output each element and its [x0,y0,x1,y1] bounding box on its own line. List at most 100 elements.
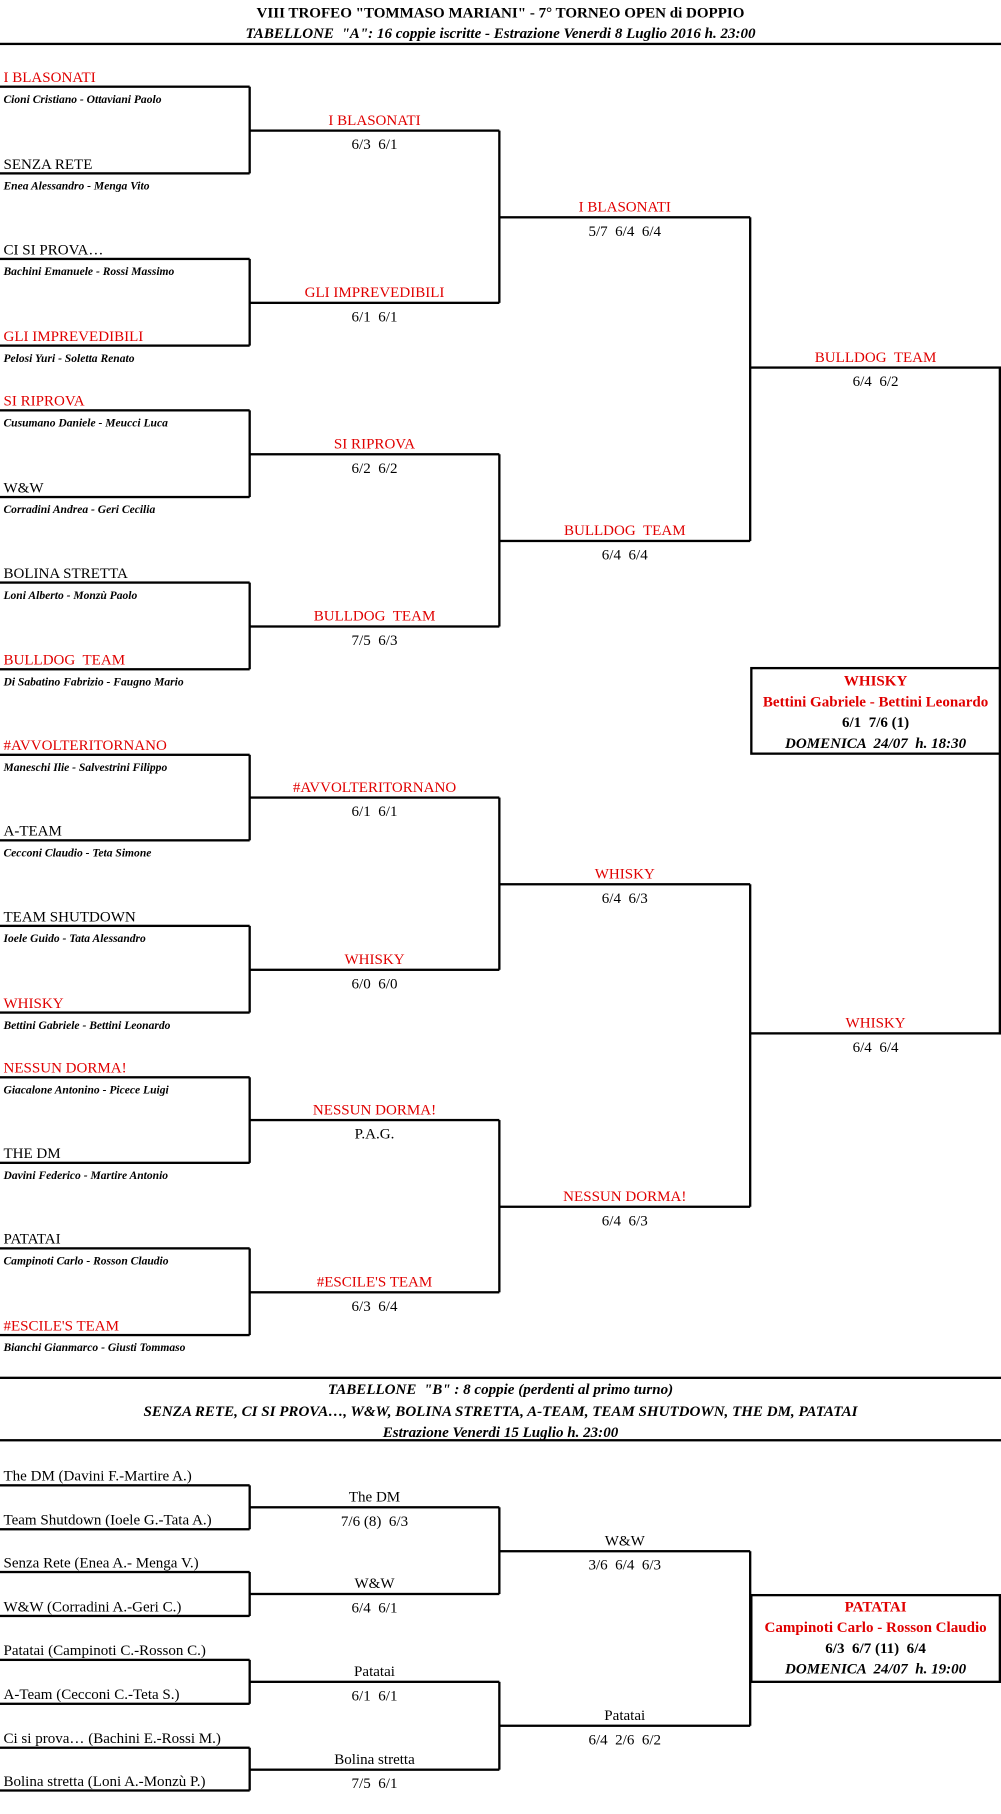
match-line [249,796,500,799]
bracket-line [248,1077,251,1163]
round2-score: P.A.G. [354,1124,395,1143]
semifinal-score: 6/4 6/4 [852,1037,899,1056]
round2-score: 7/6 (8) 6/3 [340,1511,409,1530]
round2-winner: NESSUN DORMA! [312,1100,437,1118]
team-name: TEAM SHUTDOWN [3,907,136,925]
round2-winner: GLI IMPREVEDIBILI [304,283,445,301]
match-line [499,1550,751,1553]
team-name: BULLDOG TEAM [3,650,126,669]
semifinal-score: 6/4 6/2 [852,372,899,390]
round2-score: 6/0 6/0 [351,974,398,992]
match-line [249,1680,500,1683]
section-divider [0,1376,1001,1379]
round2-score: 6/4 6/1 [351,1598,398,1616]
entry-line [0,1702,250,1705]
round3-winner: I BLASONATI [578,197,671,215]
final-schedule: DOMENICA 24/07 h. 18:30 [785,733,967,752]
bracket-b-header-line: TABELLONE "B" : 8 coppie (perdenti al pr… [327,1380,674,1398]
team-entry: Ci si prova… (Bachini E.-Rossi M.) [3,1729,221,1747]
team-name: I BLASONATI [3,68,96,86]
match-line [249,1506,500,1509]
team-players: Cioni Cristiano - Ottaviani Paolo [3,93,162,107]
round2-winner: #ESCILE'S TEAM [316,1272,433,1290]
team-players: Davini Federico - Martire Antonio [3,1169,169,1183]
team-players: Maneschi Ilie - Salvestrini Filippo [3,761,168,775]
semifinal-winner: BULLDOG TEAM [814,347,937,366]
bracket-line [248,1485,251,1530]
final-players: Campinoti Carlo - Rosson Claudio [764,1618,987,1636]
bracket-line [749,217,752,541]
match-line [499,1205,751,1208]
match-line [249,1291,500,1294]
semifinal-line [750,1032,1001,1035]
entry-line [0,409,250,412]
team-name: SI RIPROVA [3,391,85,410]
entry-line [0,924,250,928]
team-players: Ioele Guido - Tata Alessandro [3,932,146,946]
entry-line [0,1011,250,1014]
round2-winner: WHISKY [344,950,405,968]
match-line [249,129,500,132]
round2-winner: I BLASONATI [328,110,421,129]
entry-line [0,495,250,499]
bracket-line [248,1572,251,1616]
team-players: Bachini Emanuele - Rossi Massimo [3,265,175,279]
bracket-line [248,754,251,841]
bracket-line [498,454,501,627]
final-schedule: DOMENICA 24/07 h. 19:00 [785,1659,967,1678]
draw-subtitle: TABELLONE "A": 16 coppie iscritte - Estr… [245,24,756,42]
match-line [249,453,500,456]
entry-line [0,1161,250,1164]
round2-score: 6/1 6/1 [351,307,398,325]
entry-line [0,668,250,671]
entry-line [0,753,250,756]
entry-line [0,839,250,842]
bracket-line [248,925,251,1013]
team-name: PATATAI [3,1229,61,1248]
bracket-line [498,1681,501,1770]
bracket-line [248,86,251,174]
bracket-line [248,1659,251,1704]
bracket-line [498,1120,501,1293]
team-entry: W&W (Corradini A.-Geri C.) [3,1597,182,1615]
semifinal-line [750,366,1001,369]
semifinal-winner: WHISKY [845,1013,906,1032]
bracket-line [248,1747,251,1791]
team-players: Giacalone Antonino - Picece Luigi [3,1084,169,1097]
match-line [499,883,751,886]
bracket-b-header-line: Estrazione Venerdi 15 Luglio h. 23:00 [382,1422,619,1441]
team-players: Enea Alessandro - Menga Vito [3,180,150,194]
team-name: A-TEAM [3,821,62,840]
entry-line [0,1746,250,1749]
team-name: WHISKY [3,994,64,1012]
team-players: Di Sabatino Fabrizio - Faugno Mario [3,676,184,689]
bracket-line [248,410,251,498]
semifinal-winner: W&W [604,1531,645,1549]
round2-score: 6/1 6/1 [351,1686,398,1704]
semifinal-winner: Patatai [604,1706,646,1724]
match-line [249,1768,500,1771]
bracket-line [248,1248,251,1336]
entry-line [0,344,250,347]
round2-winner: The DM [348,1487,401,1505]
team-entry: Team Shutdown (Ioele G.-Tata A.) [3,1510,212,1529]
round2-winner: Bolina stretta [334,1750,415,1768]
bracket-line [248,582,251,670]
header-divider [0,42,1001,46]
match-line [249,968,500,971]
team-entry: A-Team (Cecconi C.-Teta S.) [3,1685,180,1703]
entry-line [0,1076,250,1079]
match-line [499,216,751,219]
team-name: CI SI PROVA… [3,240,104,258]
final-box [750,1593,1001,1683]
final-box [750,666,1001,755]
section-divider [0,1439,1001,1442]
round2-score: 7/5 6/3 [351,631,398,649]
round2-winner: BULLDOG TEAM [313,606,436,625]
team-name: GLI IMPREVEDIBILI [3,327,144,345]
round2-winner: Patatai [354,1662,395,1680]
entry-line [0,1247,250,1250]
team-name: #ESCILE'S TEAM [3,1316,120,1334]
round3-winner: BULLDOG TEAM [563,521,686,539]
